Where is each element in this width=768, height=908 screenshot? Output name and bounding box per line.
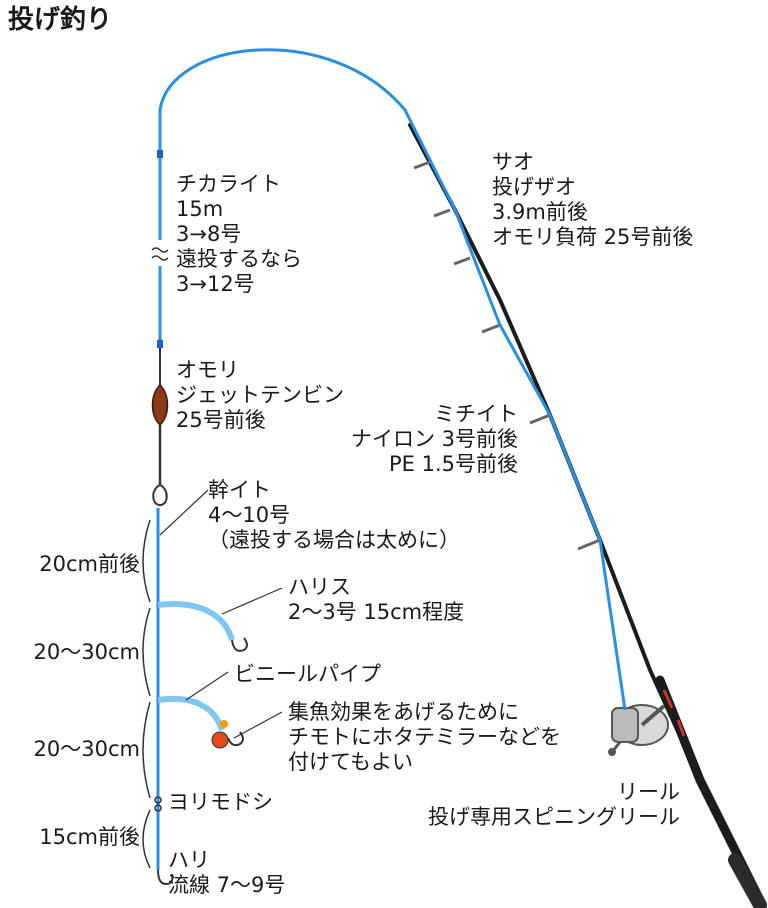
label-line: チカライト [176, 172, 281, 196]
bead-icon [220, 720, 228, 728]
label-chikaraito: チカライト 15m 3→8号 遠投するなら 3→12号 [176, 172, 302, 297]
label-line: 3.9m前後 [492, 200, 588, 224]
leader-1 [157, 601, 248, 652]
label-line: ナイロン 3号前後 [350, 427, 518, 451]
spacing-brackets [142, 519, 151, 869]
knot [157, 150, 163, 158]
label-line: 投げザオ [492, 175, 576, 199]
yorimodoshi [154, 796, 162, 812]
main-line [158, 48, 627, 711]
label-line: サオ [492, 150, 534, 174]
label-line: ジェットテンビン [176, 383, 344, 407]
label-vinyl-pipe: ビニールパイプ [234, 662, 381, 686]
chikara-ito [151, 150, 169, 348]
label-line: 4〜10号 [208, 503, 291, 527]
break-mark [151, 255, 169, 261]
jet-tenbin [151, 348, 169, 507]
page-title: 投げ釣り [8, 5, 113, 35]
label-line: 幹イト [208, 478, 271, 502]
label-line: ハリ [168, 848, 210, 872]
rod-band-red [662, 689, 674, 709]
label-line: リール [617, 780, 680, 804]
callout-mikiito [159, 489, 209, 536]
bead-icon [211, 731, 229, 749]
label-hook: ハリ 流線 7〜9号 [168, 848, 285, 898]
rod-guide [433, 208, 451, 218]
label-line: オモリ負荷 25号前後 [492, 225, 694, 249]
label-line: チモトにホタテミラーなどを [288, 725, 561, 749]
label-line: 付けてもよい [288, 750, 413, 774]
rod-guide [413, 160, 431, 170]
label-sinker: オモリ ジェットテンビン 25号前後 [176, 358, 344, 433]
label-line: 遠投するなら [176, 247, 302, 271]
spacing-label-2: 20〜30cm [33, 640, 140, 664]
label-rod: サオ 投げザオ 3.9m前後 オモリ負荷 25号前後 [492, 150, 693, 250]
bracket-s1 [142, 519, 151, 603]
rod-guide [529, 413, 551, 425]
label-line: PE 1.5号前後 [388, 452, 518, 476]
snap-swivel [152, 483, 168, 507]
bracket-s3 [142, 701, 151, 799]
callout-bead [233, 711, 283, 739]
label-line: 25号前後 [176, 408, 266, 432]
callout-lines [159, 489, 283, 739]
label-line: 投げ専用スピニングリール [428, 805, 680, 829]
bottom-hook-icon [157, 869, 174, 886]
rod-guide [453, 256, 471, 266]
reel [608, 704, 669, 756]
rod-guides [413, 160, 601, 551]
label-harisu: ハリス 2〜3号 15cm程度 [288, 575, 464, 625]
rod-guide [577, 538, 601, 551]
hook-icon [227, 731, 244, 747]
label-mikiito: 幹イト 4〜10号 （遠投する場合は太めに） [208, 478, 460, 553]
label-line: 15m [176, 197, 224, 221]
label-line: （遠投する場合は太めに） [208, 528, 460, 552]
rod-guide [481, 323, 501, 334]
label-swivel: ヨリモドシ [168, 790, 273, 814]
hook-icon [231, 637, 248, 652]
label-line: 流線 7〜9号 [168, 873, 286, 897]
knot [157, 340, 163, 348]
spacing-label-1: 20cm前後 [39, 552, 140, 576]
rod-band-red-2 [676, 719, 686, 737]
callout-harisu [221, 587, 283, 615]
label-line: オモリ [176, 358, 239, 382]
callout-vinyl [185, 671, 229, 701]
spacing-label-4: 15cm前後 [39, 825, 140, 849]
sinker-body [151, 383, 169, 427]
label-line: 集魚効果をあげるために [288, 700, 519, 724]
spacing-label-3: 20〜30cm [33, 737, 140, 761]
label-reel: リール 投げ専用スピニングリール [428, 780, 680, 830]
label-line: ミチイト [434, 402, 518, 426]
bracket-s2 [142, 607, 151, 697]
break-mark [151, 247, 169, 253]
label-main-line: ミチイト ナイロン 3号前後 PE 1.5号前後 [351, 402, 518, 477]
label-bead-note: 集魚効果をあげるために チモトにホタテミラーなどを 付けてもよい [288, 700, 561, 775]
leader-2 [157, 696, 244, 749]
label-line: 3→8号 [176, 222, 242, 246]
label-line: 3→12号 [176, 272, 255, 296]
label-line: 2〜3号 15cm程度 [288, 600, 465, 624]
bracket-s4 [142, 809, 151, 869]
label-line: ハリス [288, 575, 351, 599]
